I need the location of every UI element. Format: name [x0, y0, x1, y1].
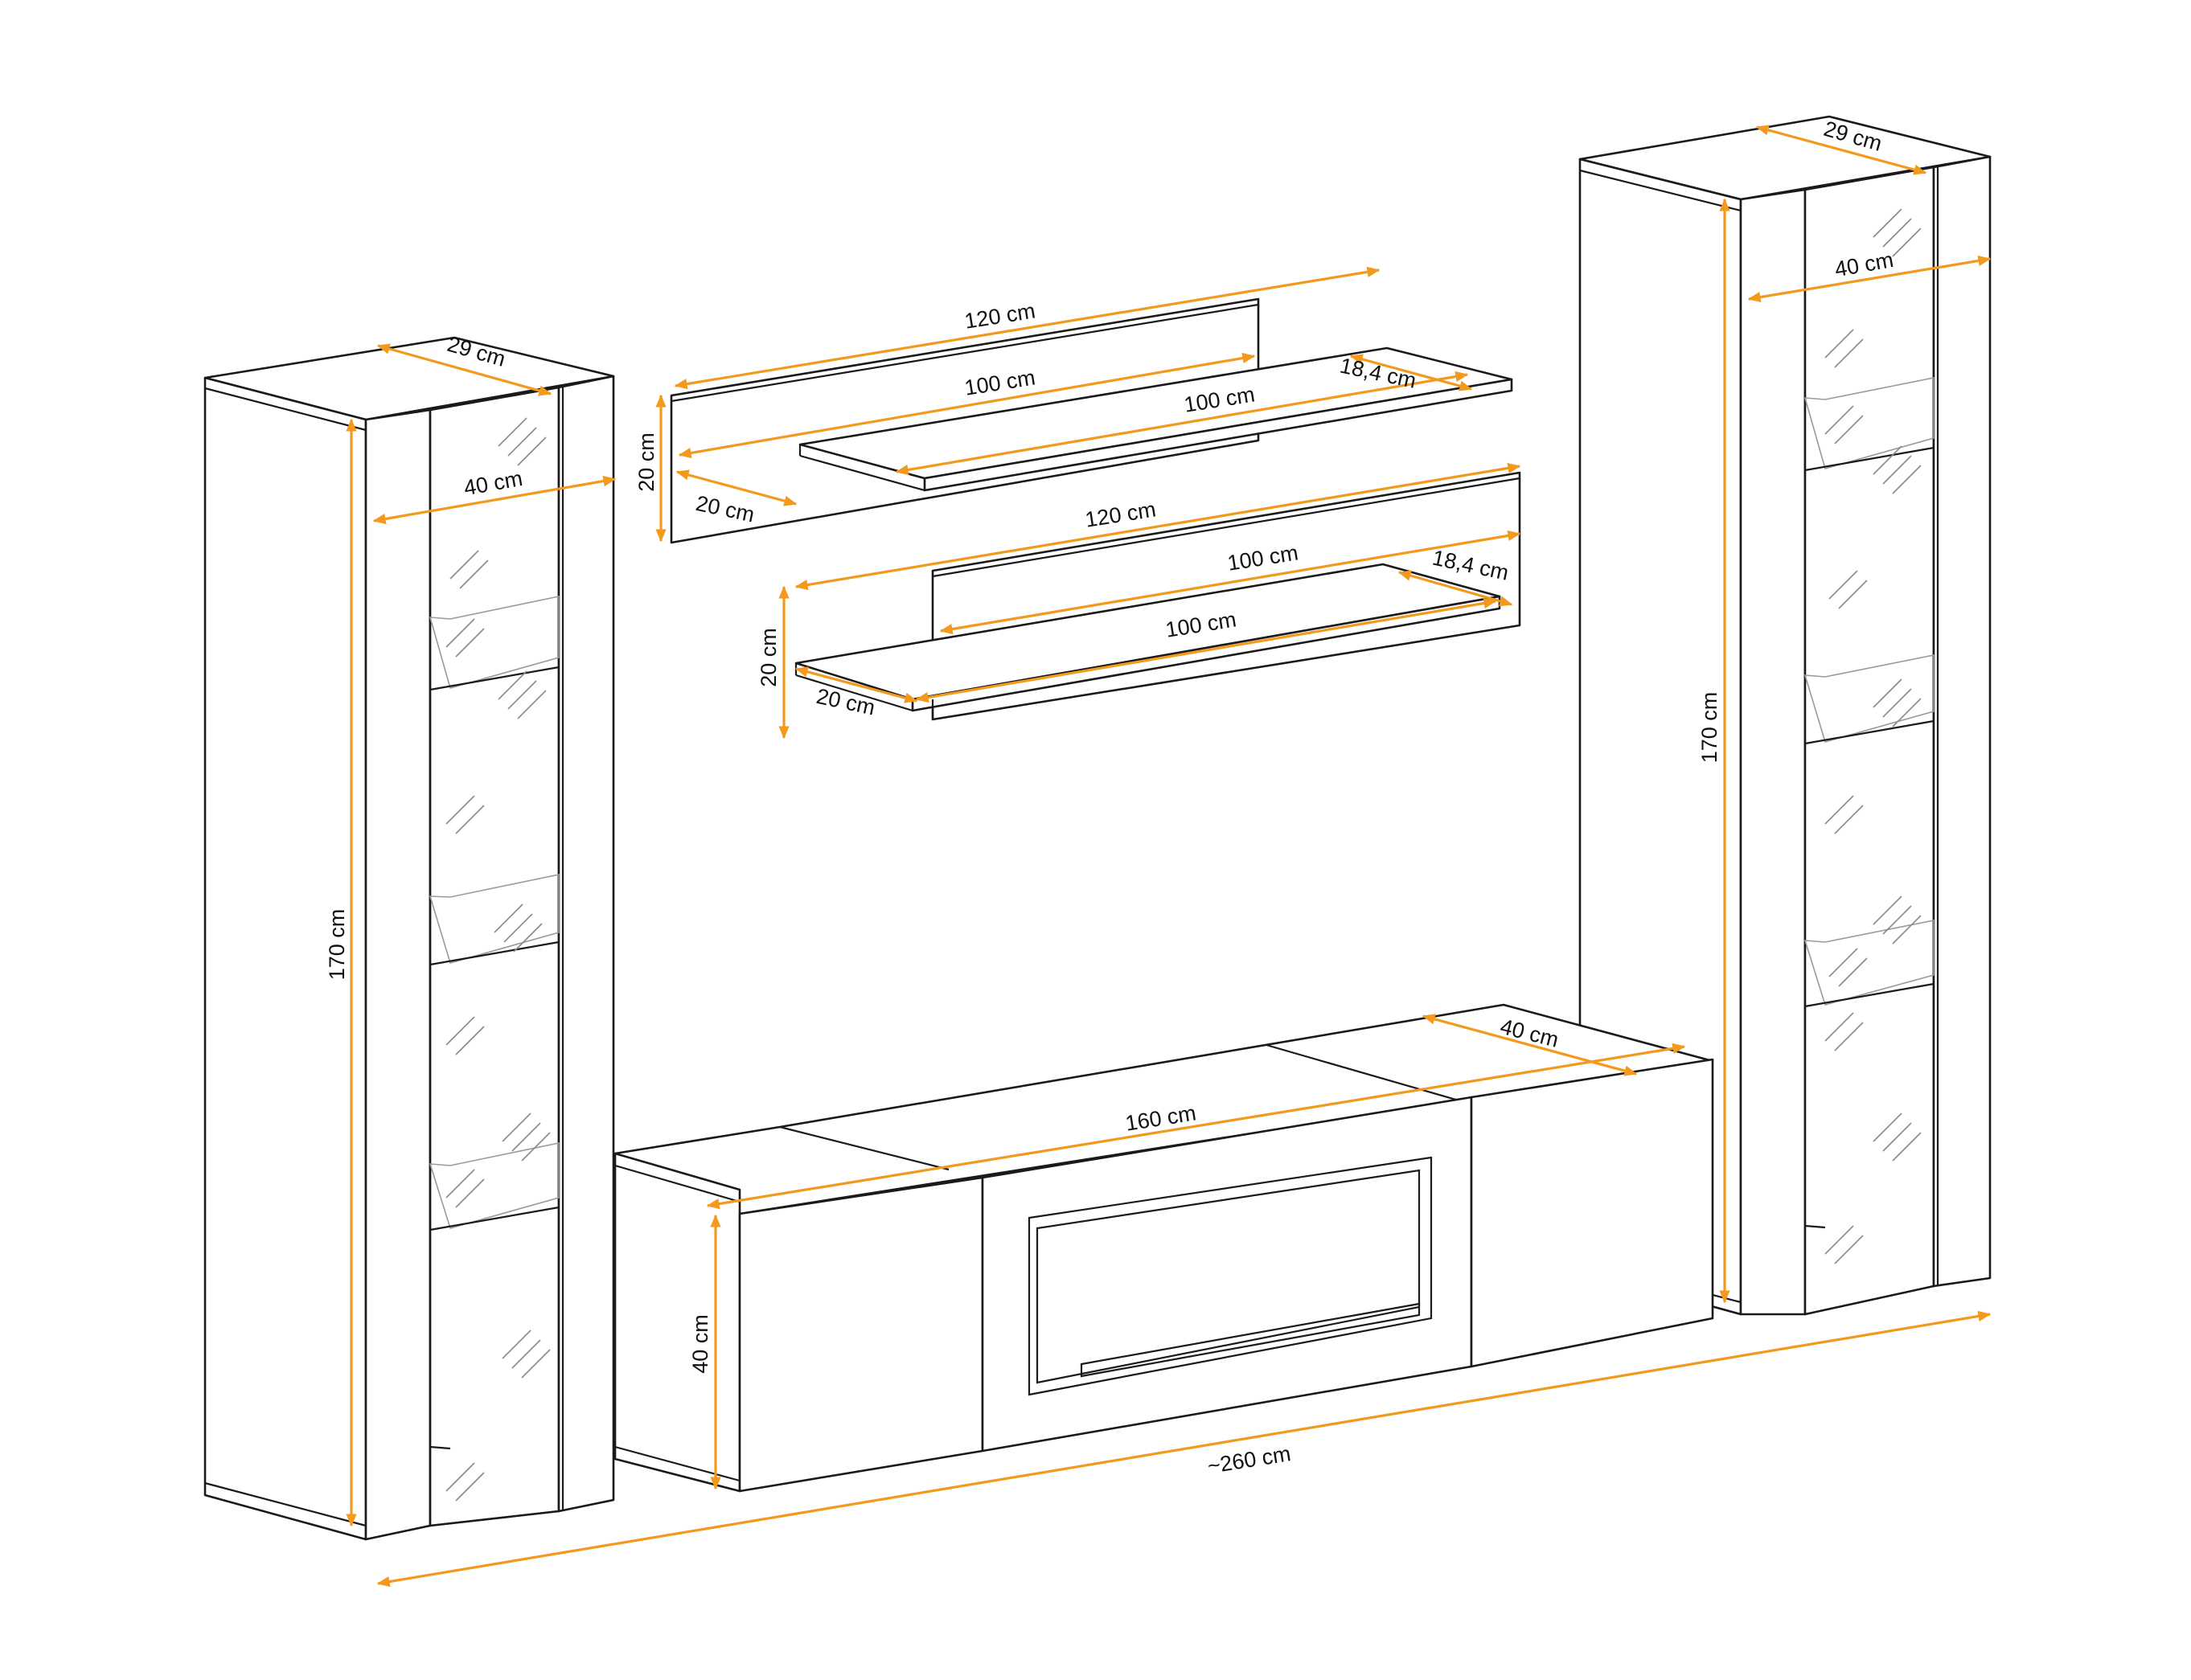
dim-total-length: [376, 1310, 1992, 1588]
dimension-arrows: [346, 125, 1992, 1588]
label-shelf2-back: 120 cm: [1084, 497, 1158, 531]
dim-shelf2-back: [794, 462, 1521, 591]
label-total-length: ~260 cm: [1206, 1441, 1293, 1478]
label-right-height: 170 cm: [1697, 692, 1721, 764]
dim-shelf1-side: [675, 469, 798, 506]
label-left-height: 170 cm: [325, 909, 349, 981]
dim-left-depth: [376, 343, 552, 396]
right-cabinet-glass-hatch: [1824, 208, 1922, 1264]
dim-tv-depth: [1422, 1014, 1638, 1076]
dim-right-width: [1747, 255, 1992, 303]
tv-unit: [613, 1003, 1714, 1493]
dim-shelf2-depth: [1397, 570, 1513, 607]
label-tv-height: 40 cm: [688, 1314, 712, 1374]
dim-shelf2-side: [794, 666, 918, 703]
wall-shelf-lower: [794, 471, 1521, 721]
dim-shelf2-front: [915, 597, 1497, 703]
label-shelf2-height: 20 cm: [757, 628, 781, 687]
left-tall-cabinet: [203, 336, 615, 1541]
label-shelf1-height: 20 cm: [634, 432, 659, 492]
dim-shelf1-depth: [1349, 354, 1473, 391]
dim-right-depth: [1755, 125, 1927, 175]
label-shelf2-side: 20 cm: [814, 684, 877, 720]
dim-left-width: [372, 475, 617, 525]
